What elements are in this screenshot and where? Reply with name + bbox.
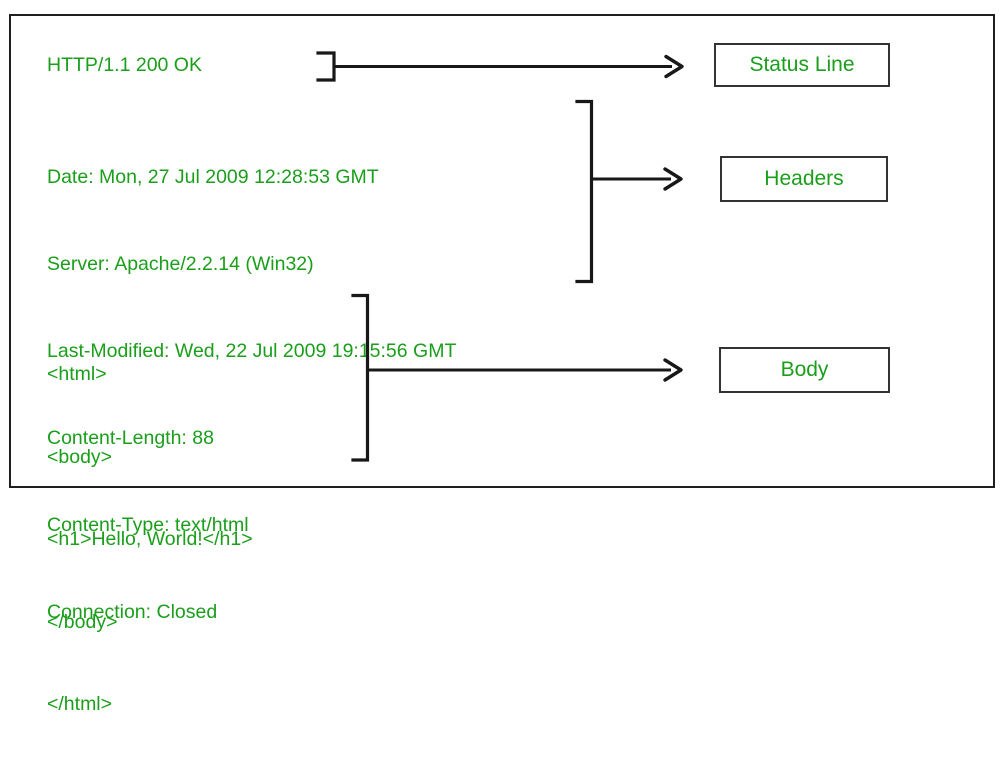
diagram-outer-border [9,14,995,488]
body-label-box: Body [719,347,890,393]
body-line-html-open: <html> [47,363,107,385]
body-line-html-close: </html> [47,693,113,715]
headers-label: Headers [764,167,844,190]
body-line-h1: <h1>Hello, World!</h1> [47,528,253,550]
headers-label-box: Headers [720,156,888,202]
status-line-label: Status Line [749,53,855,76]
header-line-content-length: Content-Length: 88 [47,427,214,449]
header-line-last-modified: Last-Modified: Wed, 22 Jul 2009 19:15:56… [47,340,457,362]
body-line-body-close: </body> [47,610,118,633]
http-response-diagram: HTTP/1.1 200 OK Date: Mon, 27 Jul 2009 1… [9,14,995,715]
status-line-text: HTTP/1.1 200 OK [47,54,202,76]
body-text-block: <html> <body> <h1>Hello, World!</h1> </b… [47,306,253,774]
body-label: Body [780,358,829,381]
status-line-label-box: Status Line [714,43,890,87]
header-line-server: Server: Apache/2.2.14 (Win32) [47,253,314,275]
body-line-body-open: <body> [47,445,113,468]
header-line-date: Date: Mon, 27 Jul 2009 12:28:53 GMT [47,166,379,188]
